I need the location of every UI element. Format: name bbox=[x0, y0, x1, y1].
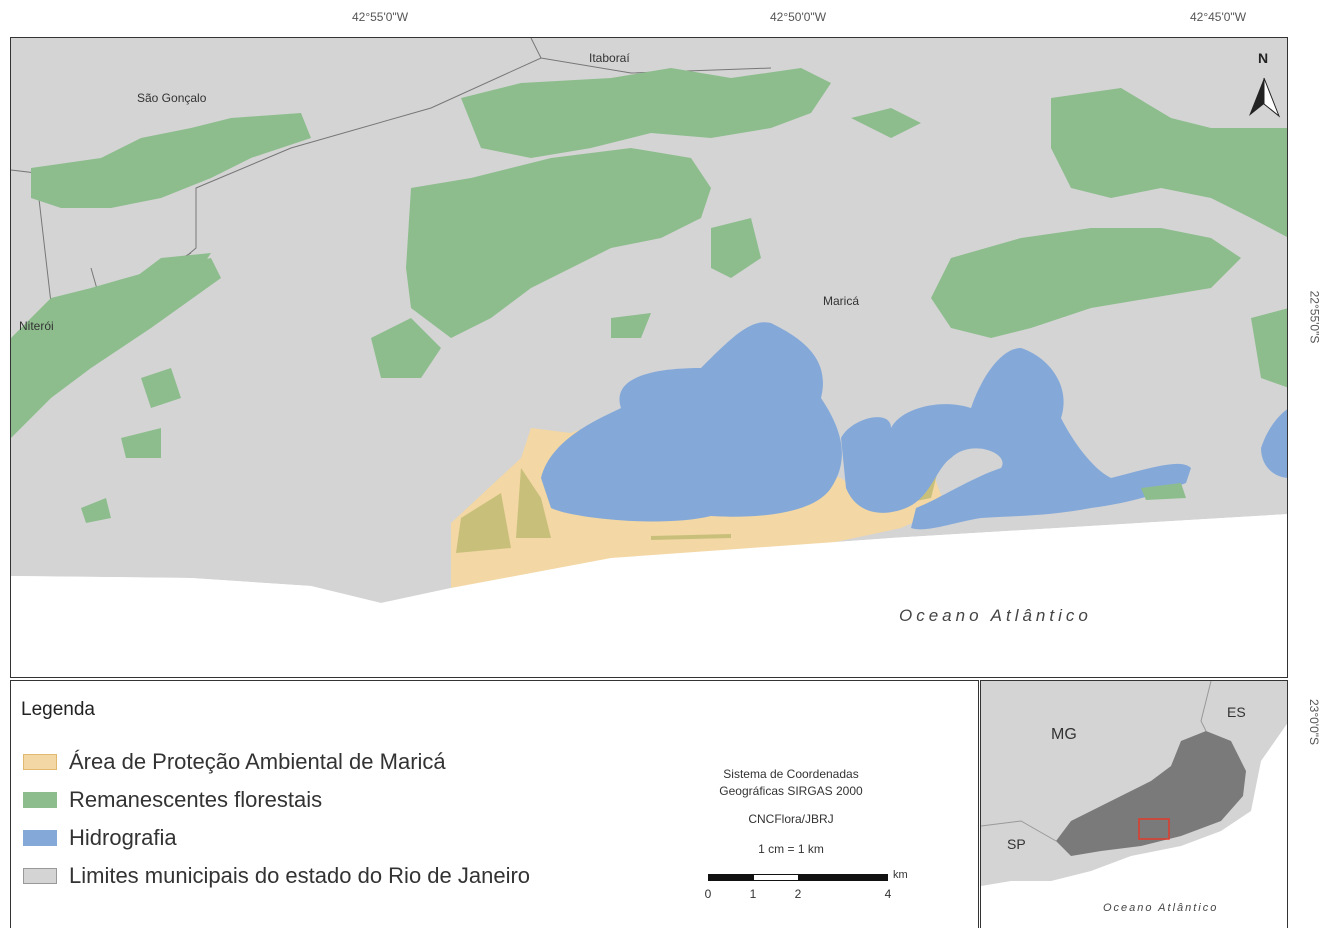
legend-swatch-forest bbox=[23, 792, 57, 808]
scale-tick-0: 0 bbox=[704, 887, 712, 901]
scale-tick-1: 1 bbox=[749, 887, 757, 901]
coord-system-line1: Sistema de Coordenadas bbox=[723, 767, 859, 781]
label-sao-goncalo: São Gonçalo bbox=[137, 91, 207, 105]
credit-text: CNCFlora/JBRJ bbox=[748, 812, 834, 826]
label-marica: Maricá bbox=[823, 294, 860, 308]
inset-label-mg: MG bbox=[1051, 726, 1077, 743]
legend-item-forest: Remanescentes florestais bbox=[23, 787, 322, 813]
inset-ocean-label: Oceano Atlântico bbox=[1103, 902, 1218, 914]
legend-swatch-hydro bbox=[23, 830, 57, 846]
legend-title: Legenda bbox=[21, 699, 95, 720]
legend-label-forest: Remanescentes florestais bbox=[69, 787, 323, 812]
legend-item-municipal: Limites municipais do estado do Rio de J… bbox=[23, 863, 530, 889]
inset-rj-state bbox=[1056, 731, 1246, 856]
north-arrow bbox=[1249, 77, 1281, 118]
label-itaborai: Itaboraí bbox=[589, 51, 630, 65]
inset-borders bbox=[981, 681, 1212, 842]
ocean-area bbox=[11, 514, 1287, 677]
lon-label-1: 42°55'0"W bbox=[351, 10, 409, 24]
legend-label-municipal: Limites municipais do estado do Rio de J… bbox=[69, 863, 531, 888]
lon-label-2: 42°50'0"W bbox=[769, 10, 827, 24]
land-area bbox=[11, 38, 1287, 603]
hydrography bbox=[541, 322, 1287, 530]
legend-item-hydro: Hidrografia bbox=[23, 825, 177, 851]
scale-tick-2: 2 bbox=[794, 887, 802, 901]
legend-panel: Legenda Área de Proteção Ambiental de Ma… bbox=[10, 680, 979, 928]
inset-canvas: MG ES SP Oceano Atlântico bbox=[981, 681, 1287, 928]
legend-swatch-apa bbox=[23, 754, 57, 770]
scale-text: 1 cm = 1 km bbox=[758, 842, 824, 856]
scale-unit: km bbox=[893, 869, 908, 881]
label-ocean: Oceano Atlântico bbox=[899, 606, 1092, 625]
legend-swatch-municipal bbox=[23, 868, 57, 884]
inset-land bbox=[981, 681, 1287, 886]
lat-label-2: 23°0'0"S bbox=[1306, 698, 1321, 746]
scale-bar bbox=[708, 874, 888, 881]
inset-map: MG ES SP Oceano Atlântico bbox=[980, 680, 1288, 928]
north-label: N bbox=[1258, 50, 1269, 66]
forest-remnants bbox=[11, 68, 1287, 523]
legend-label-hydro: Hidrografia bbox=[69, 825, 177, 850]
lat-label-1: 22°55'0"S bbox=[1307, 290, 1322, 344]
coord-system-line2: Geográficas SIRGAS 2000 bbox=[719, 784, 863, 798]
map-canvas bbox=[11, 38, 1287, 677]
lon-label-3: 42°45'0"W bbox=[1189, 10, 1247, 24]
inset-label-sp: SP bbox=[1007, 836, 1026, 852]
scale-tick-4: 4 bbox=[884, 887, 892, 901]
legend-item-apa: Área de Proteção Ambiental de Maricá bbox=[23, 749, 446, 775]
legend-label-apa: Área de Proteção Ambiental de Maricá bbox=[69, 749, 446, 774]
main-map: São Gonçalo Itaboraí Niterói Maricá Ocea… bbox=[10, 37, 1288, 678]
label-niteroi: Niterói bbox=[19, 319, 54, 333]
inset-label-es: ES bbox=[1227, 704, 1246, 720]
inset-study-area bbox=[1138, 818, 1170, 840]
